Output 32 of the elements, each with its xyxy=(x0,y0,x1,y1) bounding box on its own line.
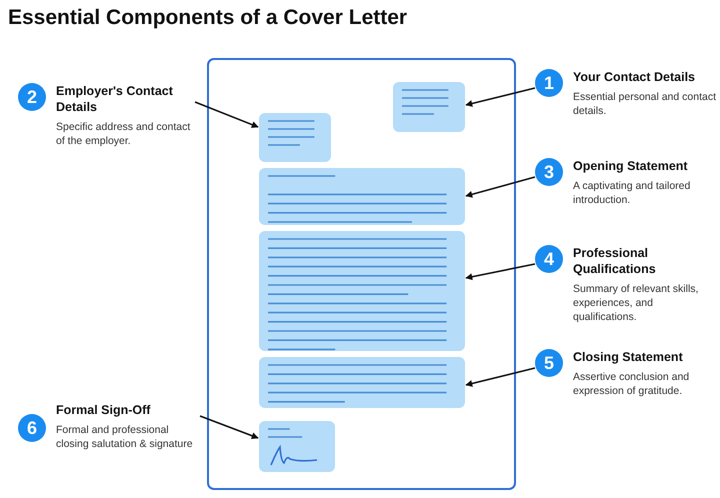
arrow xyxy=(465,87,536,107)
signature-block xyxy=(259,421,335,472)
arrow xyxy=(465,367,536,387)
number-badge: 3 xyxy=(535,158,563,186)
arrow xyxy=(200,415,259,440)
text-block xyxy=(259,168,465,225)
text-block xyxy=(259,113,331,162)
callout-description: A captivating and tailored introduction. xyxy=(573,179,692,207)
callout-description: Specific address and contact of the employer. xyxy=(56,120,192,148)
text-block xyxy=(393,82,465,132)
arrow xyxy=(194,101,259,128)
text-block xyxy=(259,357,465,408)
number-badge: 2 xyxy=(18,83,46,111)
callout-description: Summary of relevant skills, experiences, and qualifications. xyxy=(573,282,700,324)
callout-heading: Closing Statement xyxy=(573,349,684,365)
callout-description: Essential personal and contact details. xyxy=(573,90,717,118)
arrow xyxy=(465,263,536,280)
number-badge: 4 xyxy=(535,245,563,273)
number-badge: 6 xyxy=(18,414,46,442)
callout-heading: Formal Sign-Off xyxy=(56,402,152,418)
callout-description: Formal and professional closing salutation & signature xyxy=(56,423,194,451)
callout-heading: Employer's Contact Details xyxy=(56,83,174,115)
callout-description: Assertive conclusion and expression of gratitude. xyxy=(573,370,690,398)
number-badge: 5 xyxy=(535,349,563,377)
callout-heading: Your Contact Details xyxy=(573,69,696,85)
title: Essential Components of a Cover Letter xyxy=(8,6,408,30)
letter-page xyxy=(207,58,516,490)
callout-heading: Professional Qualifications xyxy=(573,245,657,277)
arrow xyxy=(465,176,536,198)
text-block xyxy=(259,231,465,351)
number-badge: 1 xyxy=(535,69,563,97)
callout-heading: Opening Statement xyxy=(573,158,689,174)
